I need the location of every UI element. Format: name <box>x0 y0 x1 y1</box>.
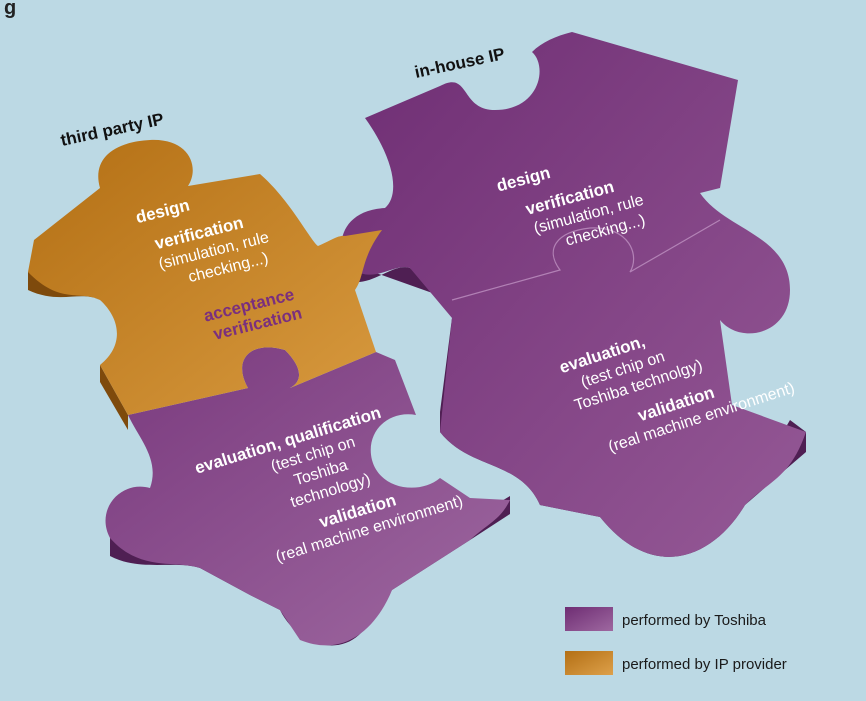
third-party-lower-piece <box>105 347 510 646</box>
legend-provider-label: performed by IP provider <box>622 656 787 673</box>
in-house-seam <box>451 219 721 301</box>
in-house-ip-label: in-house IP <box>413 44 507 82</box>
legend-toshiba-label: performed by Toshiba <box>622 612 767 629</box>
third-party-upper-piece <box>28 139 382 430</box>
third-party-upper-side <box>28 272 128 430</box>
legend: performed by Toshiba performed by IP pro… <box>565 607 787 675</box>
third-party-lower-top <box>105 347 510 646</box>
third-party-upper-top <box>28 139 382 416</box>
top-fragment-text: g <box>4 0 16 19</box>
in-house-piece-top <box>341 32 806 557</box>
legend-toshiba-swatch <box>565 607 613 631</box>
in-house-piece <box>341 32 806 557</box>
legend-provider-swatch <box>565 651 613 675</box>
